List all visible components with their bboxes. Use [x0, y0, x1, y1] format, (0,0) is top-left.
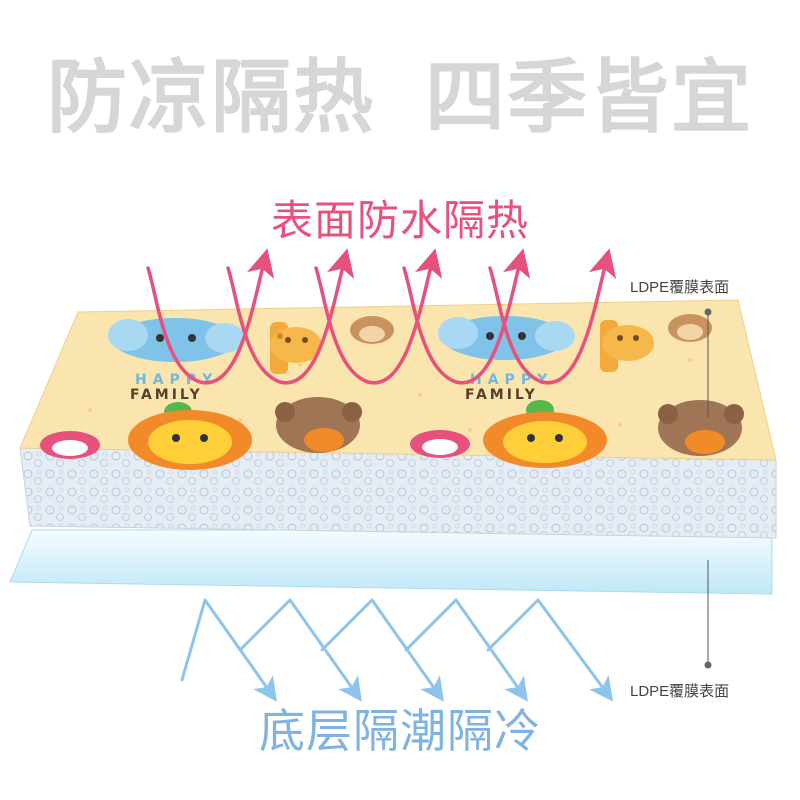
foam-layer	[19, 447, 777, 539]
top-caption: 表面防水隔热	[270, 196, 529, 245]
heat-reflect-arrows	[146, 248, 617, 385]
elephant-icon	[108, 318, 245, 362]
mat-print-happy: HAPPY	[135, 372, 218, 388]
heat-arrow	[146, 248, 275, 385]
headline-left: 防凉隔热	[47, 51, 375, 144]
mat-top-surface: HAPPY FAMILY HAPPY FAMILY	[19, 299, 777, 470]
bottom-leader-dot	[704, 661, 712, 669]
lion-icon	[128, 410, 252, 470]
headline: 防凉隔热四季皆宜	[0, 58, 800, 138]
cold-arrow	[180, 598, 277, 702]
cold-block-arrows	[180, 598, 614, 702]
heat-arrow	[488, 248, 617, 385]
top-leader-dot	[704, 308, 712, 316]
fox-icon	[410, 430, 470, 458]
headline-right: 四季皆宜	[425, 51, 753, 144]
bear-icon	[658, 400, 744, 456]
giraffe-icon	[600, 320, 654, 372]
mat-print-family: FAMILY	[465, 387, 538, 403]
cold-arrow	[320, 598, 444, 702]
cold-arrow	[486, 598, 614, 702]
ldpe-label-top: LDPE覆膜表面	[630, 279, 730, 296]
giraffe-icon	[270, 322, 322, 374]
mat-print-family: FAMILY	[130, 387, 203, 403]
cold-arrow	[238, 598, 362, 702]
cold-arrow	[404, 598, 528, 702]
lion-icon	[483, 412, 607, 468]
heat-arrow	[402, 248, 531, 385]
ldpe-label-bottom: LDPE覆膜表面	[630, 683, 730, 700]
heat-arrow	[314, 248, 443, 385]
bottom-film-layer	[9, 529, 773, 595]
fox-icon	[40, 431, 100, 459]
heat-arrow	[226, 248, 355, 385]
label-leader-lines	[704, 308, 712, 669]
monkey-icon	[668, 314, 712, 342]
bear-icon	[275, 397, 362, 453]
bottom-caption: 底层隔潮隔冷	[259, 704, 541, 758]
elephant-icon	[438, 316, 575, 360]
mat-print-happy: HAPPY	[470, 372, 553, 388]
monkey-icon	[350, 316, 394, 344]
